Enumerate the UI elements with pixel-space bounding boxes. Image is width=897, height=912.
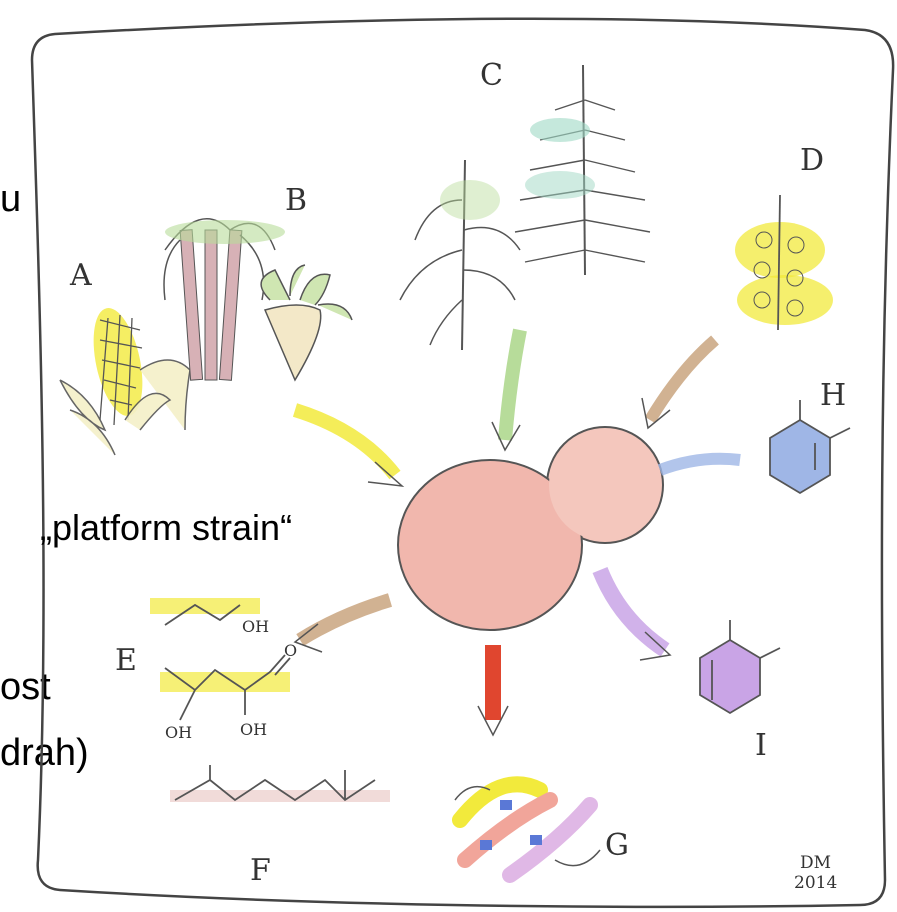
label-i: I	[755, 728, 767, 763]
signature-initials: DM	[800, 853, 831, 873]
molecule-g-protein	[455, 784, 600, 875]
arrow-cell-to-e	[295, 600, 390, 652]
label-b: B	[285, 183, 307, 218]
molecule-f-chain	[170, 765, 390, 802]
plant-c-grass	[400, 160, 520, 350]
plant-b-sugarcane	[164, 219, 285, 381]
arrow-cell-to-g	[478, 645, 508, 735]
label-g: G	[605, 828, 629, 863]
label-d: D	[800, 143, 824, 178]
label-lactic-o: O	[284, 641, 297, 660]
platform-strain-label: „platform strain“	[40, 507, 292, 548]
label-lactic-oh-right: OH	[240, 720, 267, 739]
label-h: H	[820, 378, 846, 413]
plant-b-sugarbeet	[261, 265, 352, 380]
arrow-cell-to-i	[600, 570, 670, 660]
molecule-i-ring	[700, 620, 780, 713]
plant-d-rapeseed	[735, 195, 833, 330]
label-lactic-oh-left: OH	[165, 723, 192, 742]
arrow-d-to-cell	[642, 340, 715, 428]
panel-border	[32, 19, 893, 907]
plant-c-pine	[515, 65, 650, 275]
plant-a-corn	[60, 304, 190, 455]
signature-year: 2014	[794, 873, 837, 893]
label-a: A	[69, 258, 92, 293]
arrow-c-to-cell	[492, 330, 520, 450]
label-f: F	[250, 853, 271, 888]
molecule-e-lactic-acid	[160, 655, 290, 720]
arrow-a-b-to-cell	[295, 410, 402, 486]
label-e: E	[115, 643, 137, 678]
molecule-h-ring	[770, 400, 850, 493]
label-ethanol-oh: OH	[242, 617, 269, 636]
arrow-cell-to-h	[660, 459, 740, 470]
label-c: C	[480, 58, 503, 93]
